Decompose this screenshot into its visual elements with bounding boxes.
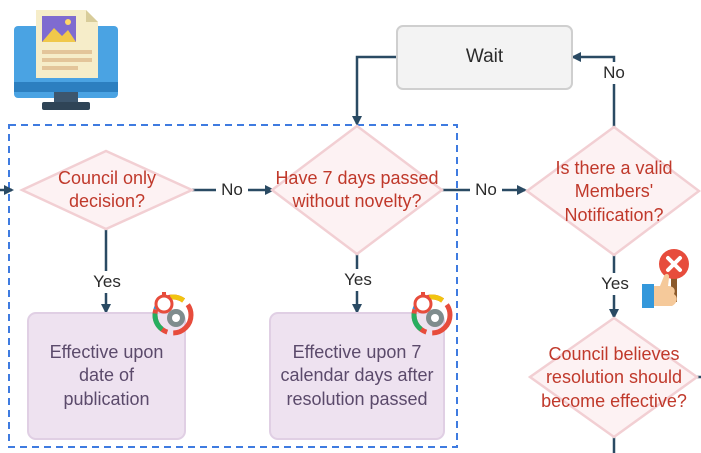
decision-seven-days-shape	[269, 124, 445, 256]
outcome-seven-days-shape	[269, 312, 445, 440]
wait-box	[396, 25, 573, 90]
wait-label: Wait	[465, 46, 504, 68]
outcome-publication-label: Effective upon date of publication	[49, 342, 164, 409]
edge-label-no-2: No	[470, 179, 502, 201]
edge-wait-to-seven	[352, 55, 397, 126]
decision-valid-notification-label: Is there a valid Members' Notification?	[555, 158, 673, 225]
stopwatch-gear-icon	[411, 292, 453, 336]
edge-notification-to-wait	[571, 52, 616, 127]
decision-council-believes-label: Council believes resolution should becom…	[541, 344, 687, 411]
decision-valid-notification-shape	[524, 125, 701, 257]
edge-label-yes-2: Yes	[339, 269, 377, 291]
thumbs-up-reject-icon	[642, 249, 689, 308]
outcome-publication-shape	[27, 312, 186, 440]
computer-document-icon	[14, 10, 118, 110]
edge-label-no-1: No	[216, 179, 248, 201]
decision-seven-days-label: Have 7 days passed without novelty?	[275, 167, 439, 211]
edge-label-yes-1: Yes	[88, 271, 126, 293]
decision-council-only-label: Council only decision?	[57, 167, 157, 211]
edge-label-no-3: No	[598, 62, 630, 84]
edge-label-yes-3: Yes	[596, 273, 634, 295]
decision-council-only-shape	[19, 149, 196, 231]
decision-council-believes-shape	[527, 316, 700, 439]
outcome-seven-days-label: Effective upon 7 calendar days after res…	[280, 342, 434, 409]
stopwatch-gear-icon	[152, 292, 194, 336]
